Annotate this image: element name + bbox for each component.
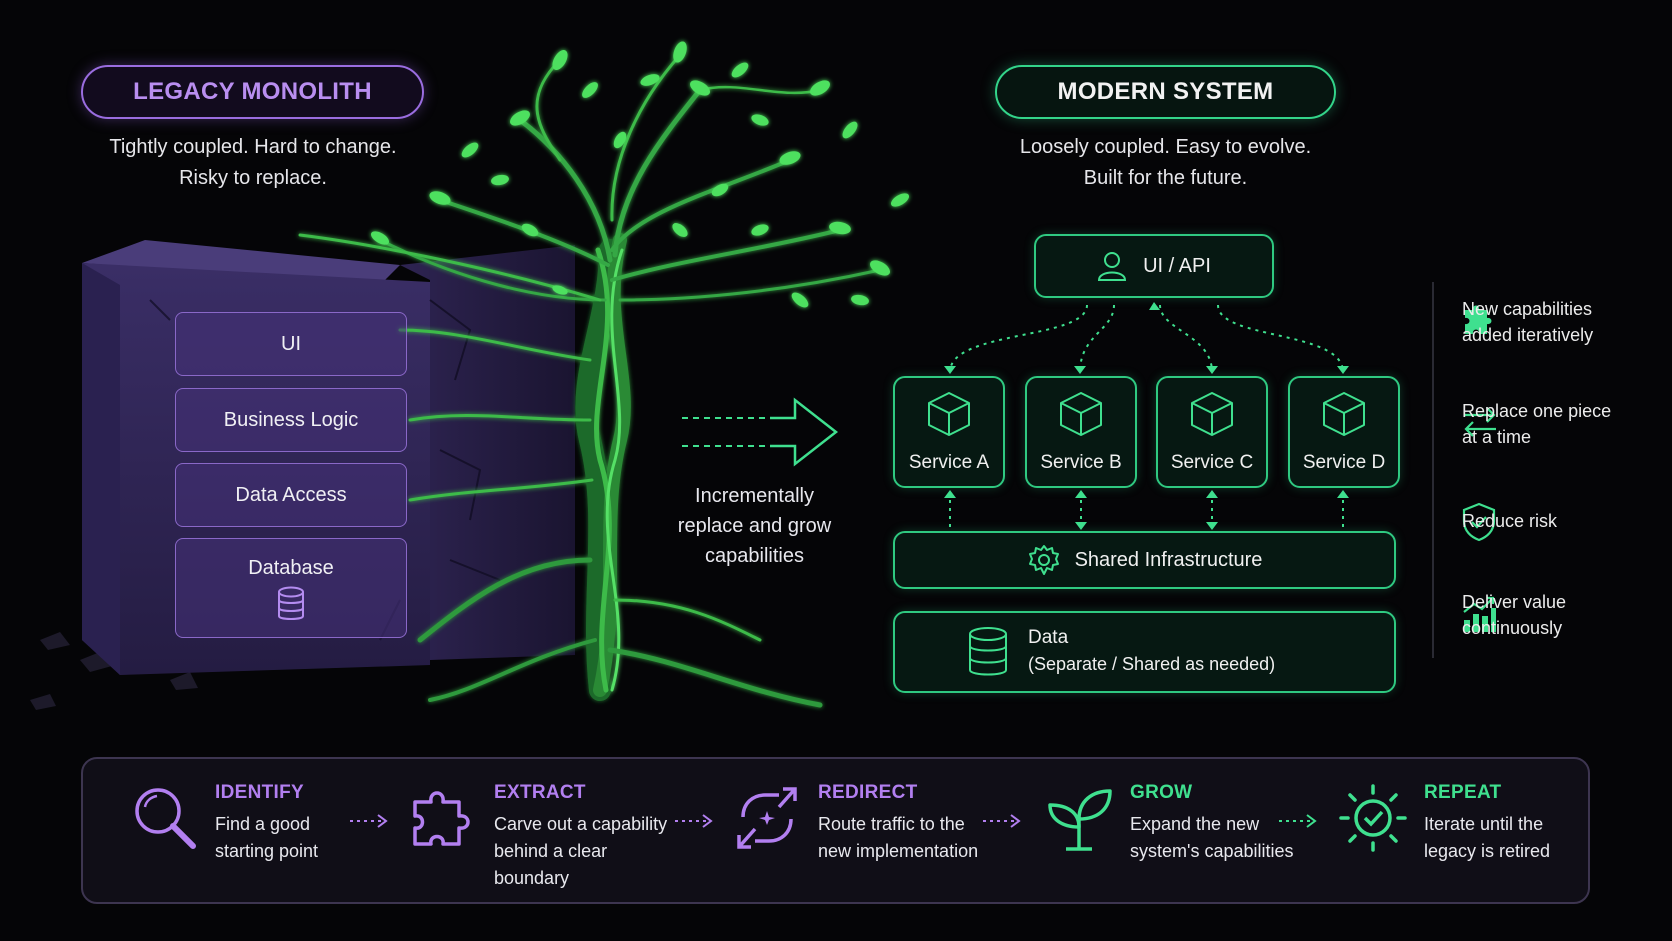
data-subtitle: (Separate / Shared as needed) (1028, 654, 1276, 674)
step-grow-desc: Expand the new system's capabilities (1130, 811, 1294, 865)
legacy-subtitle-line-1: Tightly coupled. Hard to change. (109, 136, 397, 158)
modern-subtitle: Loosely coupled. Easy to evolve. Built f… (995, 132, 1336, 194)
cube-icon (1060, 392, 1102, 436)
transition-arrow (682, 397, 839, 467)
service-a-box: Service A (893, 376, 1005, 488)
step-repeat-desc: Iterate until the legacy is retired (1424, 811, 1550, 865)
transition-line-1: Incrementally (695, 485, 814, 507)
benefit-deliver-value: Deliver value continuously (1462, 589, 1566, 641)
benefit-2-line-1: Replace one piece (1462, 401, 1612, 421)
legacy-layer-business-logic: Business Logic (175, 388, 407, 452)
step-extract-line-2: behind a clear (494, 841, 608, 861)
step-redirect-title: REDIRECT (818, 782, 918, 803)
modern-subtitle-line-1: Loosely coupled. Easy to evolve. (1019, 136, 1312, 158)
service-d-label: Service D (1302, 452, 1386, 473)
step-extract-title: EXTRACT (494, 782, 586, 803)
dotted-arrow-icon (350, 814, 388, 828)
legacy-subtitle: Tightly coupled. Hard to change. Risky t… (83, 132, 423, 194)
step-redirect-line-1: Route traffic to the (818, 814, 965, 834)
dotted-arrow-icon (675, 814, 713, 828)
cube-icon (1191, 392, 1233, 436)
dotted-arrow-icon (1279, 814, 1317, 828)
gear-icon (1028, 545, 1059, 575)
sprout-icon (1048, 789, 1112, 851)
redirect-arrows-icon (737, 787, 797, 849)
step-grow-title: GROW (1130, 782, 1193, 803)
puzzle-icon (1461, 300, 1497, 338)
modern-system-title: MODERN SYSTEM (995, 65, 1336, 119)
step-extract-line-1: Carve out a capability (494, 814, 668, 834)
step-extract-line-3: boundary (494, 868, 570, 888)
benefit-1-line-1: New capabilities (1462, 299, 1593, 319)
sun-check-icon (1339, 784, 1407, 852)
step-repeat-line-2: legacy is retired (1424, 841, 1551, 861)
benefit-4-line-2: continuously (1462, 618, 1563, 638)
step-grow-line-1: Expand the new (1130, 814, 1260, 834)
benefit-new-capabilities: New capabilities added iteratively (1462, 296, 1593, 348)
benefit-1-line-2: added iteratively (1462, 325, 1594, 345)
step-redirect-line-2: new implementation (818, 841, 979, 861)
transition-line-2: replace and grow (677, 515, 832, 537)
user-icon (1098, 252, 1127, 281)
step-redirect-desc: Route traffic to the new implementation (818, 811, 978, 865)
service-c-box: Service C (1156, 376, 1268, 488)
benefit-4-line-1: Deliver value (1462, 592, 1567, 612)
step-extract-desc: Carve out a capability behind a clear bo… (494, 811, 667, 892)
service-b-label: Service B (1040, 452, 1122, 473)
service-connectors (949, 304, 1344, 528)
benefit-reduce-risk: Reduce risk (1462, 508, 1557, 534)
step-identify-line-2: starting point (215, 841, 319, 861)
legacy-layer-ui: UI (175, 312, 407, 376)
service-c-label: Service C (1170, 452, 1254, 473)
shared-infrastructure-box: Shared Infrastructure (893, 531, 1396, 589)
cube-icon (1323, 392, 1365, 436)
benefit-replace-one-piece: Replace one piece at a time (1462, 398, 1611, 450)
data-title: Data (1028, 627, 1069, 648)
ui-api-label: UI / API (1143, 254, 1211, 277)
data-box: Data (Separate / Shared as needed) (893, 611, 1396, 693)
benefit-2-line-2: at a time (1462, 427, 1532, 447)
service-a-label: Service A (908, 452, 990, 473)
step-identify-desc: Find a good starting point (215, 811, 318, 865)
transition-caption: Incrementally replace and grow capabilit… (663, 481, 846, 571)
dotted-arrow-icon (983, 814, 1021, 828)
legacy-layer-data-access: Data Access (175, 463, 407, 527)
modern-subtitle-line-2: Built for the future. (1083, 167, 1248, 189)
transition-line-3: capabilities (705, 545, 804, 567)
growth-chart-icon (1461, 594, 1497, 634)
cube-icon (928, 392, 970, 436)
database-icon (969, 627, 1007, 676)
swap-arrows-icon (1461, 404, 1499, 440)
shield-check-icon (1461, 502, 1497, 542)
legacy-database-label: Database (248, 557, 334, 579)
database-icon (278, 586, 304, 620)
legacy-subtitle-line-2: Risky to replace. (179, 167, 327, 189)
connector-arrowheads (944, 302, 1349, 530)
step-identify-line-1: Find a good (215, 814, 311, 834)
ui-api-box: UI / API (1034, 234, 1274, 298)
magnifier-icon (135, 788, 196, 849)
benefit-3-line-1: Reduce risk (1462, 511, 1558, 531)
steps-panel (81, 757, 1590, 904)
step-repeat-title: REPEAT (1424, 782, 1502, 803)
puzzle-icon (413, 791, 470, 846)
step-repeat-line-1: Iterate until the (1424, 814, 1544, 834)
tree (298, 53, 882, 708)
legacy-monolith-title: LEGACY MONOLITH (81, 65, 424, 119)
tree-leaves (370, 41, 910, 308)
service-d-box: Service D (1288, 376, 1400, 488)
shared-infrastructure-label: Shared Infrastructure (1074, 548, 1263, 571)
service-b-box: Service B (1025, 376, 1137, 488)
step-identify-title: IDENTIFY (215, 782, 304, 803)
step-grow-line-2: system's capabilities (1130, 841, 1294, 861)
legacy-layer-database: Database (175, 538, 407, 638)
